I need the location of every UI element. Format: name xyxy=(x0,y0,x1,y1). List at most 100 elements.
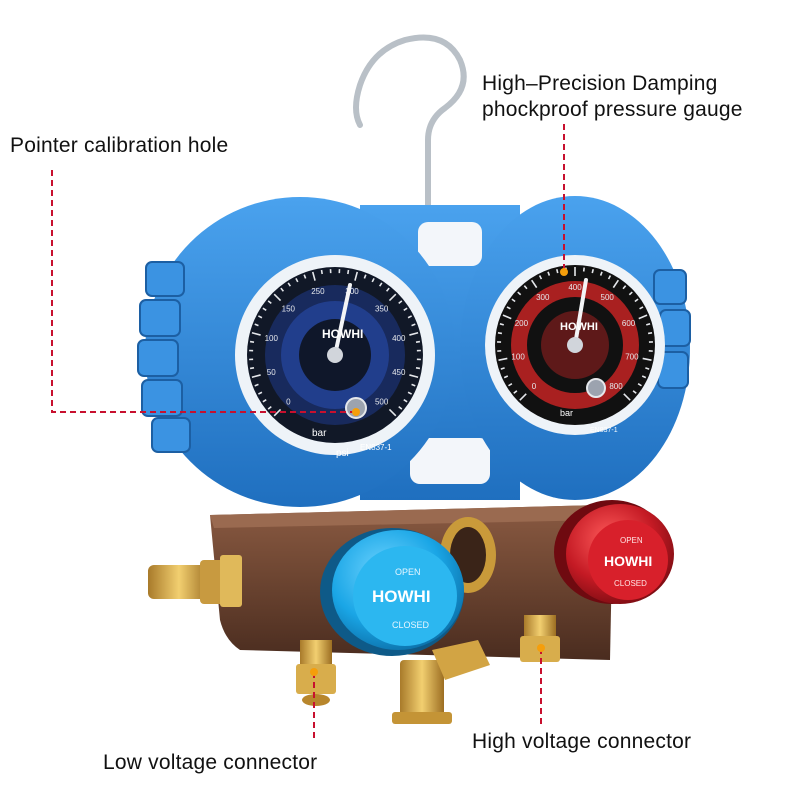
high-gauge-tick xyxy=(508,382,513,387)
low-gauge-tick xyxy=(388,293,397,302)
high-gauge-tick xyxy=(634,298,639,303)
high-connector-callout-dot xyxy=(537,644,545,652)
low-gauge-tick xyxy=(411,383,416,387)
high-gauge-scale-label: 600 xyxy=(622,319,636,328)
high-gauge-standard: EN837-1 xyxy=(590,427,618,434)
high-gauge-tick xyxy=(556,268,559,274)
low-gauge-scale-label: 500 xyxy=(375,398,389,407)
low-side-valve-knob[interactable]: OPEN HOWHI CLOSED xyxy=(320,528,464,656)
low-gauge-tick xyxy=(267,405,272,410)
low-gauge-tick xyxy=(273,293,282,302)
high-gauge-tick xyxy=(517,291,522,296)
high-gauge-scale-label: 200 xyxy=(515,319,529,328)
low-gauge-tick xyxy=(398,405,403,410)
high-gauge-tick xyxy=(637,382,642,387)
low-gauge-tick xyxy=(249,367,255,370)
high-gauge-scale-label: 100 xyxy=(511,352,525,361)
low-gauge-tick xyxy=(409,331,419,336)
hanging-hook xyxy=(353,34,467,213)
low-gauge-tick xyxy=(378,282,383,287)
high-gauge-tick xyxy=(500,367,505,370)
low-gauge-tick xyxy=(385,287,390,292)
low-knob-brand: HOWHI xyxy=(372,587,431,606)
low-gauge-tick xyxy=(398,300,403,305)
low-gauge-tick xyxy=(407,315,412,319)
low-gauge-tick xyxy=(415,367,421,370)
high-gauge-scale-label: 300 xyxy=(536,293,550,302)
high-gauge-tick xyxy=(499,323,504,326)
high-gauge-tick xyxy=(502,314,512,320)
precision-gauge-callout-dot xyxy=(560,268,568,276)
high-gauge-tick xyxy=(503,375,509,379)
low-gauge-tick xyxy=(295,278,299,283)
high-gauge-tick xyxy=(538,275,543,280)
low-gauge-tick xyxy=(303,274,307,279)
low-gauge-tick xyxy=(371,278,375,283)
high-gauge-tick xyxy=(531,279,538,289)
low-gauge-tick xyxy=(273,408,282,417)
high-gauge-tick xyxy=(519,393,527,401)
high-gauge-tick xyxy=(498,357,508,362)
high-gauge-tick xyxy=(612,279,619,289)
low-gauge-tick xyxy=(403,307,408,312)
high-gauge-tick xyxy=(607,275,612,280)
high-side-valve-knob[interactable]: OPEN HOWHI CLOSED xyxy=(554,500,674,604)
precision-gauge-label-line1: High–Precision Damping xyxy=(482,72,718,95)
precision-gauge-label-line2: phockproof pressure gauge xyxy=(482,98,743,121)
low-gauge-scale-label: 250 xyxy=(311,287,325,296)
low-gauge-scale-label: 300 xyxy=(345,287,359,296)
low-gauge-scale-label: 150 xyxy=(282,304,296,313)
high-knob-open-label: OPEN xyxy=(620,536,643,545)
low-knob-closed-label: CLOSED xyxy=(392,620,430,630)
low-connector-label: Low voltage connector xyxy=(103,751,318,774)
high-gauge-tick xyxy=(641,375,647,379)
low-gauge-scale-label: 100 xyxy=(265,334,279,343)
low-gauge-tick xyxy=(403,398,408,403)
low-gauge-tick xyxy=(411,323,416,327)
low-connector-callout-dot xyxy=(310,668,318,676)
high-gauge-scale-label: 800 xyxy=(609,382,623,391)
high-gauge-tick xyxy=(645,367,650,370)
high-gauge-scale-label: 400 xyxy=(568,283,582,292)
low-gauge-tick xyxy=(258,391,263,395)
high-gauge-tick xyxy=(623,393,631,401)
high-gauge-tick xyxy=(591,268,594,274)
low-gauge-tick xyxy=(254,323,259,327)
low-gauge-tick xyxy=(267,300,272,305)
low-gauge-tick xyxy=(388,408,397,417)
low-gauge-tick xyxy=(258,315,263,319)
low-gauge-tick xyxy=(347,269,350,275)
high-knob-closed-label: CLOSED xyxy=(614,579,647,588)
low-gauge-tick xyxy=(262,307,267,312)
low-gauge-tick xyxy=(409,374,419,379)
high-gauge-scale-label: 500 xyxy=(601,293,615,302)
high-knob-brand: HOWHI xyxy=(604,553,652,569)
low-gauge-tick xyxy=(415,340,421,343)
low-knob-open-label: OPEN xyxy=(395,567,421,577)
low-gauge-bar-unit: bar xyxy=(312,428,327,439)
high-gauge-tick xyxy=(647,332,653,335)
high-gauge-scale-label: 700 xyxy=(625,352,639,361)
high-gauge-tick xyxy=(511,298,516,303)
side-brass-fitting xyxy=(148,555,242,607)
low-gauge-tick xyxy=(320,269,323,275)
high-gauge-tick xyxy=(506,306,511,310)
low-voltage-brass-port xyxy=(296,640,336,706)
low-gauge-psi-unit: psi xyxy=(336,448,349,459)
low-gauge-tick xyxy=(280,287,285,292)
low-gauge-tick xyxy=(363,274,367,279)
low-gauge-tick xyxy=(311,271,316,281)
high-gauge-tick xyxy=(642,357,652,362)
high-gauge-tick xyxy=(497,332,503,335)
low-gauge-tick xyxy=(254,383,259,387)
calibration-hole-callout-line xyxy=(51,170,356,413)
high-gauge-brand: HOWHI xyxy=(560,321,598,333)
high-gauge-tick xyxy=(523,285,528,290)
high-gauge-tick xyxy=(628,291,633,296)
high-gauge-tick xyxy=(599,271,603,276)
low-gauge-tick xyxy=(262,398,267,403)
high-gauge-tick xyxy=(632,390,637,394)
